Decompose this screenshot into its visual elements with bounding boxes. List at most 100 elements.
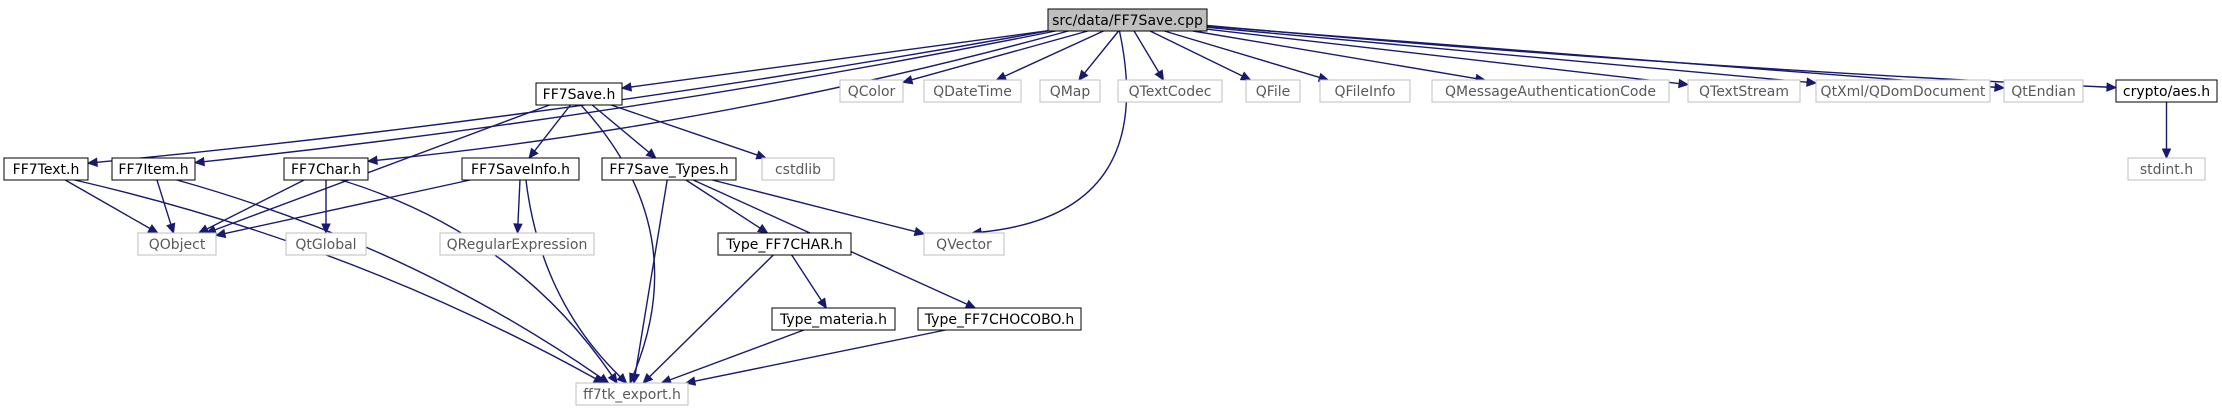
node-label-qfile: QFile	[1256, 84, 1290, 100]
node-label-ff7saveinfo_h: FF7SaveInfo.h	[471, 162, 570, 178]
node-box-qtglobal	[285, 232, 367, 256]
arrowhead-root-to-ff7item_h	[193, 156, 205, 167]
node-label-stdint_h: stdint.h	[2140, 162, 2193, 178]
arrowhead-ff7save_h-to-ff7saveinfo_h	[528, 147, 539, 159]
node-label-aes_h: crypto/aes.h	[2123, 84, 2210, 100]
edge-ff7saveinfo_h-to-export_h	[525, 179, 621, 378]
node-typechocobo_h[interactable]: Type_FF7CHOCOBO.h	[917, 307, 1082, 331]
arrowhead-ff7item_h-to-export_h	[598, 373, 610, 384]
node-typeff7char_h[interactable]: Type_FF7CHAR.h	[717, 232, 852, 256]
node-stdint_h: stdint.h	[2127, 157, 2206, 181]
arrowhead-ff7text_h-to-qobject	[147, 224, 159, 234]
node-box-qvector	[923, 232, 1005, 256]
node-qcolor: QColor	[839, 79, 904, 103]
arrowhead-root-to-qcolor	[901, 75, 914, 85]
arrowhead-ff7saveinfo_h-to-qobject	[214, 228, 227, 239]
node-ff7item_h[interactable]: FF7Item.h	[111, 157, 196, 181]
node-ff7save_h[interactable]: FF7Save.h	[535, 82, 623, 106]
node-label-ff7save_h: FF7Save.h	[543, 87, 616, 103]
arrowhead-ff7savetypes_h-to-export_h	[630, 372, 641, 385]
node-label-qfileinfo: QFileInfo	[1335, 84, 1396, 100]
node-box-qtendian	[2003, 79, 2084, 103]
node-label-root: src/data/FF7Save.cpp	[1052, 13, 1203, 29]
arrowhead-ff7char_h-to-qobject	[197, 224, 210, 234]
arrowhead-ff7save_h-to-ff7savetypes_h	[645, 148, 657, 159]
arrowhead-root-to-ff7save_h	[620, 82, 633, 92]
edge-root-to-qtextstream	[1206, 28, 1680, 85]
edge-typemateria_h-to-export_h	[669, 329, 805, 381]
node-ff7char_h[interactable]: FF7Char.h	[283, 157, 369, 181]
node-label-typemateria_h: Type_materia.h	[779, 312, 887, 328]
arrowhead-typeff7char_h-to-export_h	[642, 372, 654, 384]
node-label-qcolor: QColor	[848, 84, 896, 100]
edge-root-to-ff7item_h	[203, 30, 1056, 163]
node-qfileinfo: QFileInfo	[1319, 79, 1411, 103]
node-export_h: ff7tk_export.h	[575, 382, 689, 406]
node-qfile: QFile	[1245, 79, 1301, 103]
edge-ff7save_h-to-ff7saveinfo_h	[534, 104, 571, 152]
node-ff7text_h[interactable]: FF7Text.h	[3, 157, 89, 181]
node-root[interactable]: src/data/FF7Save.cpp	[1047, 8, 1208, 32]
node-ff7saveinfo_h[interactable]: FF7SaveInfo.h	[461, 157, 580, 181]
node-qtextcodec: QTextCodec	[1117, 79, 1223, 103]
node-aes_h[interactable]: crypto/aes.h	[2115, 79, 2218, 103]
node-box-qdatetime	[923, 79, 1022, 103]
node-label-qmac: QMessageAuthenticationCode	[1445, 84, 1656, 100]
arrowhead-ff7save_h-to-cstdlib	[755, 150, 768, 160]
node-label-ff7savetypes_h: FF7Save_Types.h	[609, 162, 728, 178]
arrowhead-root-to-qdomdocument	[1806, 77, 1818, 87]
node-box-qfile	[1245, 79, 1301, 103]
edge-root-to-qmac	[1192, 30, 1477, 80]
arrowhead-root-to-qtendian	[1994, 82, 2006, 92]
node-box-typemateria_h	[771, 307, 896, 331]
arrowhead-root-to-qfile	[1239, 71, 1252, 81]
edge-ff7save_h-to-qobject	[214, 104, 550, 231]
edge-root-to-qmap	[1084, 30, 1120, 74]
arrowhead-ff7char_h-to-qtglobal	[321, 223, 331, 235]
arrowhead-ff7savetypes_h-to-qvector	[913, 226, 926, 237]
edge-typeff7char_h-to-export_h	[649, 254, 774, 378]
arrowhead-ff7savetypes_h-to-typechocobo_h	[964, 299, 977, 309]
node-qmac: QMessageAuthenticationCode	[1431, 79, 1670, 103]
arrowhead-root-to-ff7char_h	[366, 155, 378, 165]
node-label-qdomdocument: QtXml/QDomDocument	[1821, 84, 1986, 100]
node-typemateria_h[interactable]: Type_materia.h	[771, 307, 896, 331]
node-box-aes_h	[2115, 79, 2218, 103]
node-box-ff7item_h	[111, 157, 196, 181]
node-qtglobal: QtGlobal	[285, 232, 367, 256]
edge-ff7save_h-to-export_h	[580, 104, 656, 375]
edge-root-to-ff7text_h	[96, 30, 1049, 164]
node-label-qdatetime: QDateTime	[933, 84, 1012, 100]
edge-ff7saveinfo_h-to-qobject	[224, 179, 471, 235]
node-qobject: QObject	[137, 232, 217, 256]
node-label-qmap: QMap	[1050, 84, 1091, 100]
node-box-export_h	[575, 382, 689, 406]
node-label-ff7item_h: FF7Item.h	[118, 162, 188, 178]
node-label-cstdlib: cstdlib	[775, 162, 821, 178]
edge-root-to-ff7save_h	[630, 30, 1049, 88]
edge-ff7char_h-to-export_h	[340, 179, 613, 376]
node-label-qregexp: QRegularExpression	[447, 237, 588, 253]
node-ff7savetypes_h[interactable]: FF7Save_Types.h	[601, 157, 737, 181]
node-qvector: QVector	[923, 232, 1005, 256]
arrowhead-ff7savetypes_h-to-typeff7char_h	[756, 223, 769, 234]
node-box-typechocobo_h	[917, 307, 1082, 331]
node-qmap: QMap	[1039, 79, 1101, 103]
node-label-typechocobo_h: Type_FF7CHOCOBO.h	[924, 312, 1074, 328]
node-box-qfileinfo	[1319, 79, 1411, 103]
node-box-stdint_h	[2127, 157, 2206, 181]
edge-root-to-qdatetime	[1004, 30, 1104, 77]
edge-ff7save_h-to-ff7savetypes_h	[591, 104, 650, 153]
arrowhead-root-to-qtextcodec	[1154, 69, 1165, 82]
edge-ff7savetypes_h-to-qvector	[712, 179, 916, 233]
node-box-root	[1047, 8, 1208, 32]
node-cstdlib: cstdlib	[761, 157, 835, 181]
edge-ff7text_h-to-qobject	[64, 179, 151, 230]
edge-ff7item_h-to-export_h	[176, 179, 602, 379]
arrowhead-ff7saveinfo_h-to-qregexp	[513, 223, 523, 235]
edge-ff7saveinfo_h-to-qregexp	[517, 179, 521, 225]
node-box-qdomdocument	[1815, 79, 1991, 103]
edge-root-to-qfileinfo	[1164, 30, 1320, 79]
